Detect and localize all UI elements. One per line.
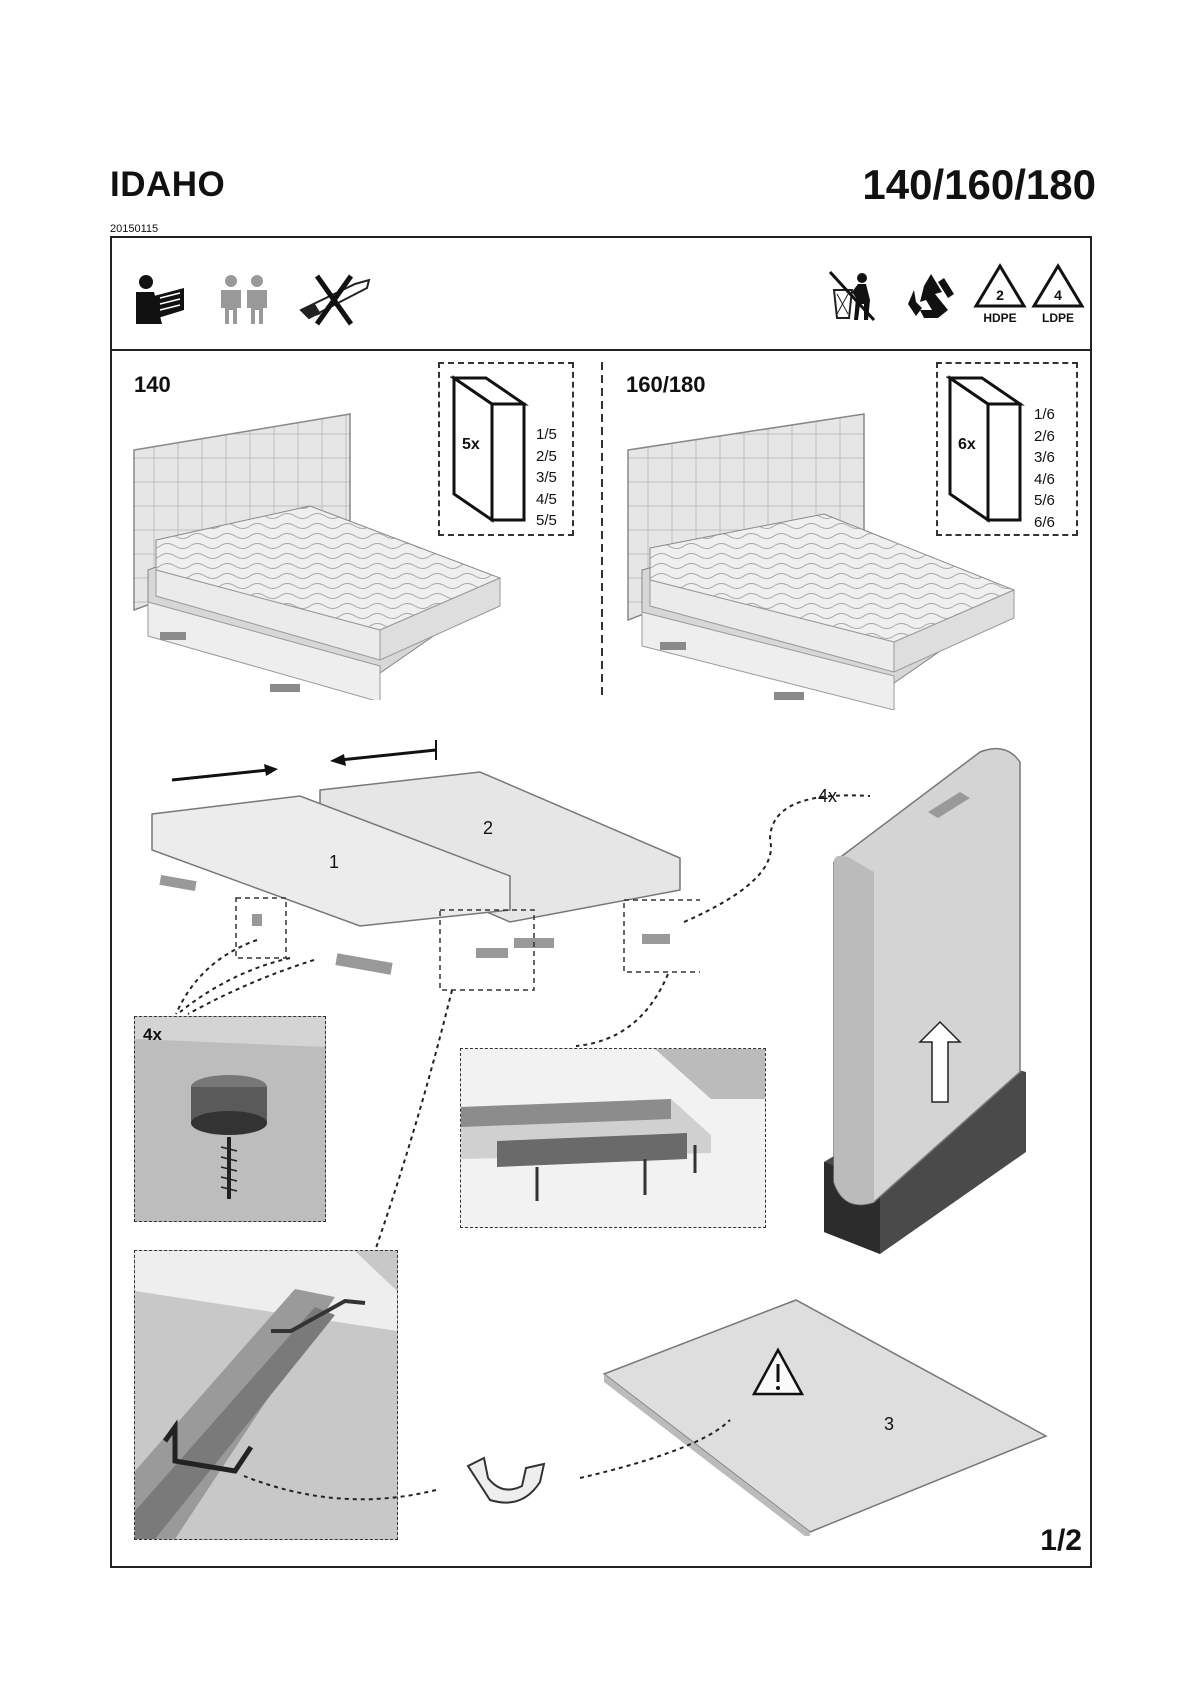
hdpe-number: 2 <box>996 287 1004 303</box>
unpack-quantity: 4x <box>818 786 838 806</box>
clip-detail-panel <box>134 1250 398 1540</box>
topper-illustration <box>602 1299 1048 1536</box>
box-label: 6/6 <box>1034 513 1055 531</box>
recycle-ldpe-icon: 4 LDPE <box>1031 263 1085 324</box>
leg-bracket-detail-panel <box>460 1048 766 1228</box>
box-label: 3/6 <box>1034 449 1055 466</box>
box-list-140: 1/5 2/5 3/5 4/5 5/5 <box>536 424 557 532</box>
instruction-frame <box>110 236 1092 1568</box>
foot-screw-illustration <box>135 1017 325 1199</box>
variant-160-180-label: 160/180 <box>626 372 706 397</box>
topper-label: 3 <box>884 1414 895 1434</box>
box-panel-160-180: 6x 1/6 2/6 3/6 4/6 5/6 6/6 <box>936 362 1078 536</box>
icon-bar: 2 HDPE 4 LDPE <box>110 236 1092 351</box>
bed-140-illustration <box>133 413 502 700</box>
box-label: 1/6 <box>1034 406 1055 423</box>
no-knife-icon <box>299 274 371 326</box>
leg-bracket-illustration <box>461 1049 765 1201</box>
box-label: 3/5 <box>536 469 557 486</box>
base-assembly-illustration <box>151 740 700 991</box>
feet-quantity: 4x <box>143 1025 162 1044</box>
box-label: 5/5 <box>536 512 557 529</box>
box-panel-140: 5x 1/5 2/5 3/5 4/5 5/5 <box>438 362 574 536</box>
recycle-hdpe-icon: 2 HDPE <box>973 263 1027 324</box>
product-title: IDAHO <box>110 165 226 204</box>
base-1-label: 1 <box>329 852 340 872</box>
bed-160-180-illustration <box>627 413 1016 710</box>
no-littering-icon <box>828 270 876 322</box>
box-label: 2/5 <box>536 447 557 465</box>
read-instructions-icon <box>136 275 184 324</box>
box-count-140: 5x <box>462 436 480 453</box>
feet-detail-panel: 4x <box>134 1016 326 1222</box>
box-icon <box>450 375 529 523</box>
box-label: 2/6 <box>1034 427 1055 445</box>
hdpe-label: HDPE <box>983 311 1016 324</box>
product-sizes: 140/160/180 <box>862 161 1096 208</box>
two-persons-icon <box>221 275 267 324</box>
page-number: 1/2 <box>1040 1524 1082 1557</box>
box-list-160-180: 1/6 2/6 3/6 4/6 5/6 6/6 <box>1034 404 1055 533</box>
recycle-icon <box>908 274 954 318</box>
base-2-label: 2 <box>483 818 494 838</box>
variant-140-label: 140 <box>134 372 171 397</box>
date-code: 20150115 <box>110 223 159 235</box>
packaged-mattress-illustration <box>824 747 1026 1254</box>
box-label: 1/5 <box>536 426 557 443</box>
variant-divider <box>601 362 603 696</box>
box-label: 4/5 <box>536 490 557 508</box>
box-label: 5/6 <box>1034 492 1055 509</box>
clip-connector-illustration <box>135 1251 397 1539</box>
ldpe-label: LDPE <box>1042 311 1074 324</box>
ldpe-number: 4 <box>1054 287 1062 303</box>
clip-part-icon <box>466 1456 546 1504</box>
box-count-160-180: 6x <box>958 436 976 453</box>
box-icon <box>946 375 1025 523</box>
box-label: 4/6 <box>1034 470 1055 488</box>
